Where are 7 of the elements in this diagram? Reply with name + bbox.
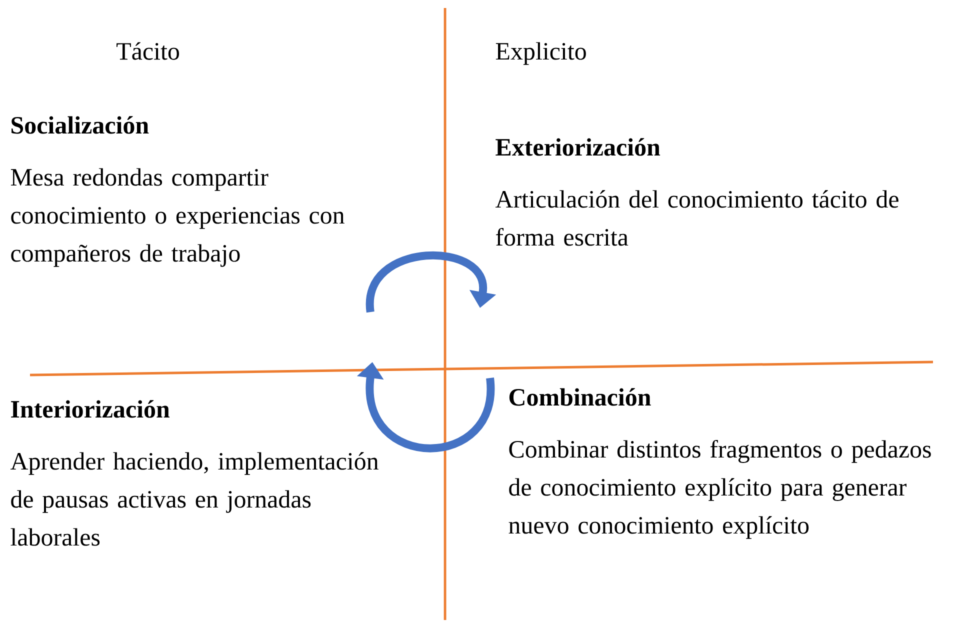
quadrant-text: Socialización Mesa redondas compartir conocimiento o experiencias con compañeros de trabajo xyxy=(10,116,344,267)
quadrant-text: Exteriorización Articulación del conocimiento tácito de forma escrita xyxy=(495,138,898,246)
quadrant-text: Combinación Combinar distintos fragmentos o pedazos de conocimiento explícito para generar nuevo conocimiento explícito xyxy=(508,388,931,539)
column-label: Explicito xyxy=(496,42,586,65)
curved-arrow xyxy=(366,252,496,312)
column-label: Tácito xyxy=(116,42,179,60)
quadrant-text: Interiorización Aprender haciendo, implementación de pausas activas en jornadas laborales xyxy=(10,400,378,546)
